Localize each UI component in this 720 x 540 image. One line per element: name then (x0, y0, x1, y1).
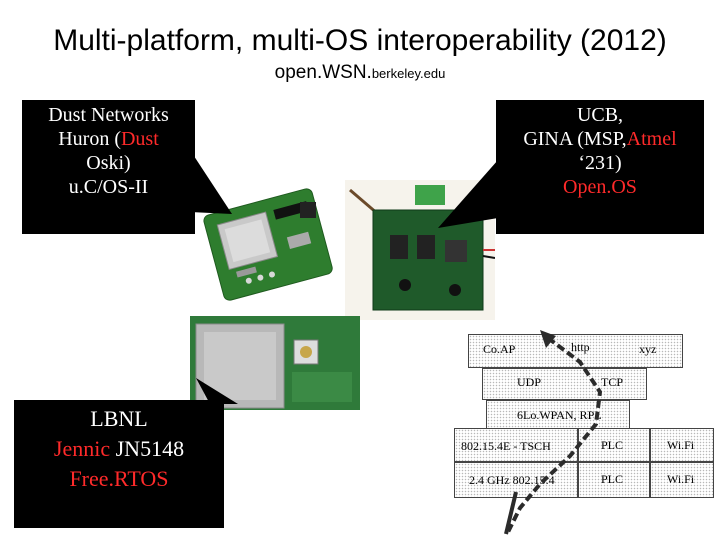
ucb-callout-atmel-highlight: Atmel (626, 128, 677, 150)
lbnl-callout-line3: Free.RTOS (69, 466, 169, 491)
ucb-callout: UCB, GINA (MSP,Atmel ‘231) Open.OS (496, 100, 704, 234)
stack-tcp: TCP (601, 375, 624, 389)
stack-phy-802154: 2.4 GHz 802.15.4 (454, 462, 578, 498)
lbnl-callout-jn5148: JN5148 (110, 436, 185, 461)
stack-phy-label: 2.4 GHz 802.15.4 (469, 473, 555, 487)
stack-phy-wifi: Wi.Fi (650, 462, 714, 498)
dust-callout-line2: Huron (Dust (22, 127, 195, 151)
dust-callout-huron: Huron ( (58, 128, 121, 150)
ucb-callout-line4: Open.OS (563, 176, 637, 198)
stack-phy-plc: PLC (578, 462, 650, 498)
dust-callout-line4: u.C/OS-II (68, 176, 149, 198)
dust-callout-pointer (190, 150, 232, 214)
ucb-callout-line2: GINA (MSP,Atmel (496, 127, 704, 151)
slide-title: Multi-platform, multi-OS interoperabilit… (53, 24, 667, 57)
stack-wifi-label: Wi.Fi (667, 438, 695, 452)
lbnl-callout-jennic-highlight: Jennic (53, 436, 111, 461)
subtitle-tld: berkeley.edu (371, 66, 446, 81)
dust-networks-callout: Dust Networks Huron (Dust Oski) u.C/OS-I… (22, 100, 195, 234)
ucb-callout-line3: ‘231) (578, 152, 622, 174)
lbnl-callout-line2: Jennic JN5148 (14, 434, 224, 464)
stack-xyz: xyz (639, 342, 657, 356)
stack-phy-wifi-label: Wi.Fi (667, 472, 695, 486)
slide-subtitle: open.WSN.berkeley.edu (0, 62, 720, 84)
stack-http: http (571, 340, 590, 354)
stack-6lowpan-rpl: 6Lo.WPAN, RPL (517, 408, 602, 422)
stack-mac-tsch: 802.15.4E - TSCH (454, 428, 578, 462)
stack-mac-wifi: Wi.Fi (650, 428, 714, 462)
stack-plc-label: PLC (601, 438, 624, 452)
stack-network-layer: 6Lo.WPAN, RPL (486, 400, 630, 432)
stack-coap: Co.AP (483, 342, 516, 356)
ucb-callout-line1: UCB, (576, 104, 624, 126)
stack-mac-tsch-label: 802.15.4E - TSCH (461, 439, 551, 453)
dust-callout-line3: Oski) (86, 152, 131, 174)
lbnl-callout: LBNL Jennic JN5148 Free.RTOS (14, 400, 224, 528)
ucb-callout-pointer (438, 160, 498, 228)
dust-callout-line1: Dust Networks (48, 104, 169, 126)
stack-mac-plc: PLC (578, 428, 650, 462)
lbnl-callout-pointer (196, 378, 238, 404)
stack-phy-plc-label: PLC (601, 472, 624, 486)
subtitle-domain: open.WSN. (274, 62, 372, 83)
ucb-callout-gina: GINA (MSP, (523, 128, 627, 150)
dust-board-image (200, 182, 340, 307)
stack-udp: UDP (517, 375, 542, 389)
stack-transport-layer: UDP TCP (482, 368, 647, 400)
lbnl-callout-line1: LBNL (90, 406, 148, 431)
dust-callout-dust-highlight: Dust (120, 128, 159, 150)
stack-application-layer: Co.AP http xyz (468, 334, 683, 368)
